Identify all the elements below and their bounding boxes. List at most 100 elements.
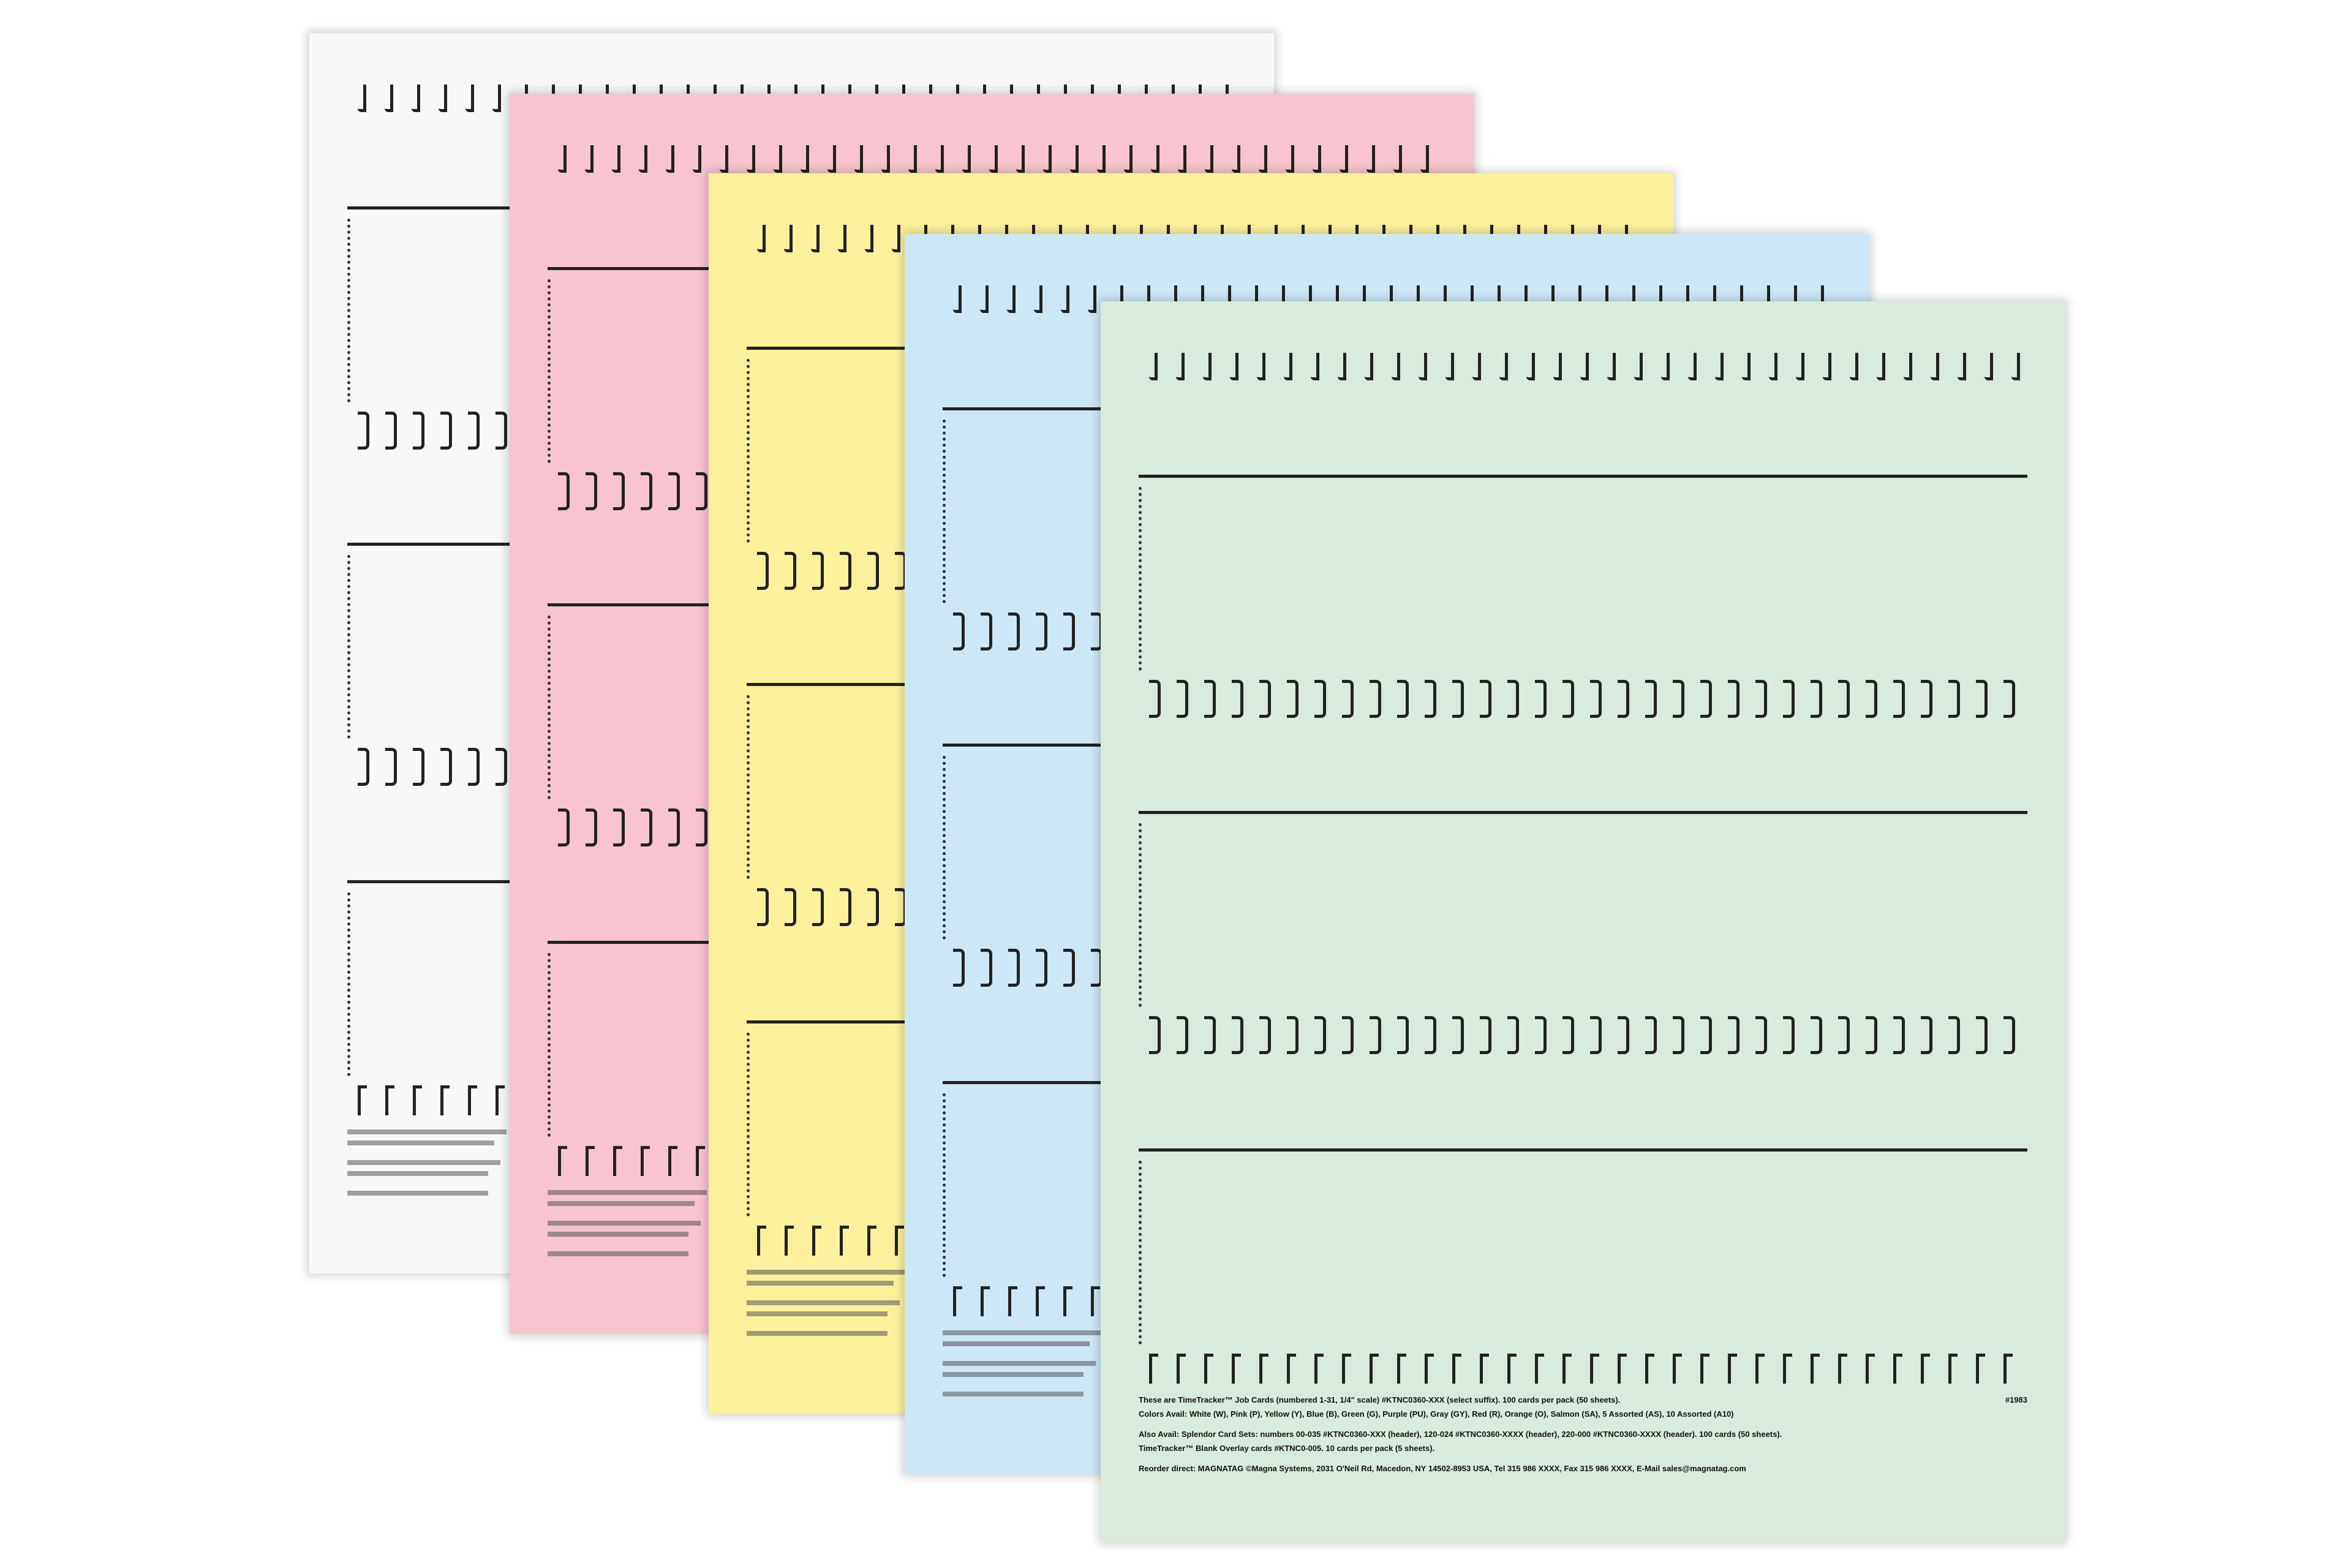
top-tick-mark [720,145,728,173]
section-tick-mark [440,748,452,786]
section-tick-mark [1562,1016,1574,1054]
section-tick-mark [757,1226,766,1256]
section-tick-mark [1063,949,1075,987]
section-tick-mark [812,1226,821,1256]
section-tick-mark [668,472,680,510]
job-card-sheet-green: #1983 These are TimeTracker™ Job Cards (… [1101,301,2065,1542]
top-tick-mark [1313,145,1321,173]
top-tick-mark [439,85,447,112]
top-tick-mark [1286,145,1294,173]
section-tick-mark [1618,680,1629,718]
section-tick-mark [668,809,680,846]
section-tick-mark [613,809,625,846]
footer-line: These are TimeTracker™ Job Cards (number… [1139,1395,1621,1404]
section-tick-mark [1673,1354,1682,1384]
top-tick-mark [838,225,846,252]
sheet-footer: #1983 These are TimeTracker™ Job Cards (… [1139,1395,2027,1477]
section-tick-mark [1728,1016,1740,1054]
top-tick-mark [1232,145,1240,173]
top-tick-mark [1366,145,1375,173]
section-tick-mark [1232,1354,1241,1384]
section-tick-mark [981,949,992,987]
top-tick-mark [1259,145,1267,173]
section-tick-mark [1342,1016,1354,1054]
section-tick-mark [953,612,965,650]
top-tick-mark [1769,353,1777,380]
section-tick-mark [413,1085,422,1115]
top-tick-mark [892,225,900,252]
top-tick-mark [1176,353,1185,380]
section-tick-mark [1673,680,1684,718]
section-rule [1139,811,2027,814]
top-tick-mark [1230,353,1238,380]
top-tick-mark [1472,353,1481,380]
footer-text-decoration [747,1331,888,1336]
top-tick-mark [1850,353,1858,380]
top-tick-mark [1580,353,1589,380]
section-rule [1139,475,2027,478]
top-tick-mark [784,225,793,252]
section-tick-mark [641,809,652,846]
top-tick-mark [801,145,809,173]
section-tick-mark [1314,1016,1326,1054]
top-tick-mark [1419,353,1427,380]
top-tick-mark [1393,145,1402,173]
section-tick-mark [1370,1016,1381,1054]
section-tick-mark [1893,680,1905,718]
section-tick-mark [385,1085,394,1115]
section-tick-mark [1948,1354,1958,1384]
top-tick-mark [935,145,944,173]
top-tick-mark [1420,145,1429,173]
section-tick-mark [785,1226,794,1256]
top-tick-mark [1061,285,1069,313]
section-tick-mark [641,472,652,510]
footer-text-decoration [747,1270,906,1275]
top-tick-mark [1338,353,1346,380]
footer-text-decoration [548,1251,688,1256]
section-label-strip [548,616,551,799]
section-label-strip [1139,487,1142,671]
section-tick-mark [1755,680,1767,718]
top-tick-mark [1151,145,1159,173]
top-tick-mark [962,145,971,173]
section-label-strip [347,555,350,739]
footer-text-decoration [347,1140,494,1145]
section-label-strip [1139,823,1142,1007]
top-tick-mark [1526,353,1535,380]
section-tick-mark [1783,1354,1792,1384]
section-tick-mark [1728,1354,1737,1384]
top-tick-mark [558,145,567,173]
section-tick-mark [785,888,796,926]
top-tick-mark [1205,145,1213,173]
footer-text-decoration [347,1160,500,1165]
top-tick-mark [1257,353,1265,380]
top-tick-mark [774,145,782,173]
section-tick-mark [1590,1354,1599,1384]
section-tick-mark [668,1146,677,1176]
top-tick-mark [1904,353,1912,380]
top-tick-mark [1877,353,1885,380]
section-tick-mark [867,552,879,590]
section-tick-mark [840,888,851,926]
section-tick-mark [1645,1016,1657,1054]
section-tick-mark [1149,680,1161,718]
section-tick-mark [696,809,707,846]
section-label-strip [943,1093,946,1277]
top-tick-mark [953,285,962,313]
section-tick-mark [981,1286,990,1316]
section-tick-mark [1507,1354,1517,1384]
section-tick-mark [1314,680,1326,718]
section-tick-mark [496,1085,505,1115]
top-tick-mark [980,285,989,313]
top-tick-mark [1097,145,1106,173]
section-tick-mark [1976,1016,1988,1054]
footer-text-decoration [747,1311,888,1316]
top-tick-mark [854,145,863,173]
section-tick-mark [1700,1016,1712,1054]
top-tick-mark [811,225,820,252]
footer-text-decoration [347,1171,488,1176]
section-tick-mark [1866,1354,1875,1384]
top-tick-mark [612,145,620,173]
top-tick-mark [1016,145,1025,173]
section-tick-mark [1370,680,1381,718]
